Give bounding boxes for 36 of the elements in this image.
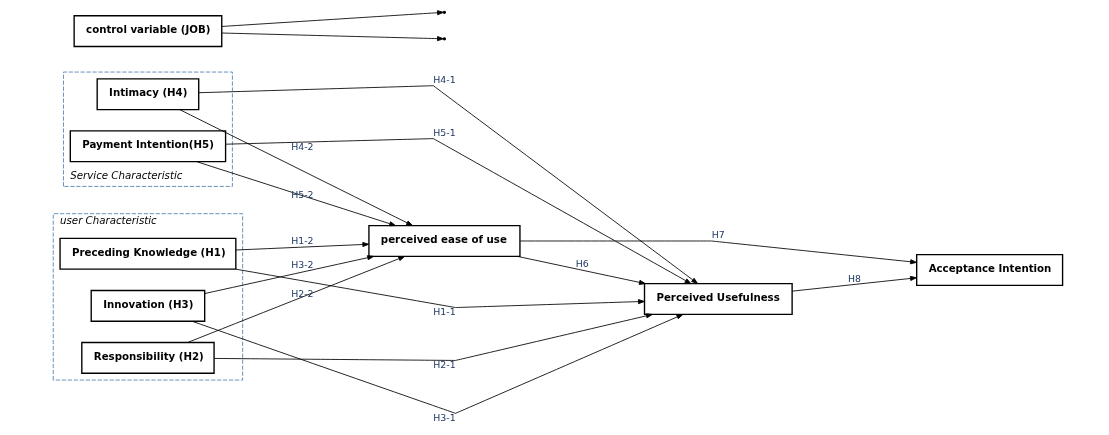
edge-label: H6 bbox=[575, 258, 589, 270]
edge-label: H5-1 bbox=[433, 126, 456, 138]
edge-label: H1-1 bbox=[433, 306, 456, 318]
arrow bbox=[221, 10, 444, 27]
node-box: perceived ease of use bbox=[368, 224, 521, 258]
node-box: Perceived Usefulness bbox=[643, 282, 793, 316]
node-box: control variable (JOB) bbox=[73, 15, 223, 48]
arrow bbox=[235, 242, 370, 251]
edge-label: H4-2 bbox=[291, 140, 314, 152]
arrow bbox=[791, 275, 917, 292]
arrow bbox=[204, 255, 375, 294]
arrow bbox=[519, 240, 917, 265]
edge-label: H3-1 bbox=[433, 411, 456, 423]
arrow bbox=[198, 85, 698, 284]
arrow bbox=[221, 32, 444, 42]
edge-label: H2-1 bbox=[433, 358, 456, 370]
edge-label: H7 bbox=[711, 229, 725, 241]
node-box: Innovation (H3) bbox=[90, 289, 206, 322]
node-box: Intimacy (H4) bbox=[96, 78, 200, 111]
arrow bbox=[187, 256, 406, 343]
node-box: Responsibility (H2) bbox=[81, 341, 215, 374]
edge-label: H4-1 bbox=[433, 73, 456, 85]
edge-label: H1-2 bbox=[291, 235, 314, 247]
edge-label: H8 bbox=[847, 272, 861, 284]
edge-label: H2-2 bbox=[291, 288, 314, 300]
edge-label: H3-2 bbox=[291, 259, 314, 271]
node-box: Preceding Knowledge (H1) bbox=[59, 237, 237, 270]
arrow bbox=[213, 313, 653, 361]
arrow bbox=[235, 268, 645, 308]
node-box: Payment Intention(H5) bbox=[69, 130, 227, 163]
arrow bbox=[179, 109, 413, 226]
arrow bbox=[517, 255, 646, 285]
arrow bbox=[191, 314, 684, 414]
arrow bbox=[196, 161, 396, 227]
node-box: Acceptance Intention bbox=[916, 253, 1064, 287]
arrow bbox=[225, 138, 692, 285]
